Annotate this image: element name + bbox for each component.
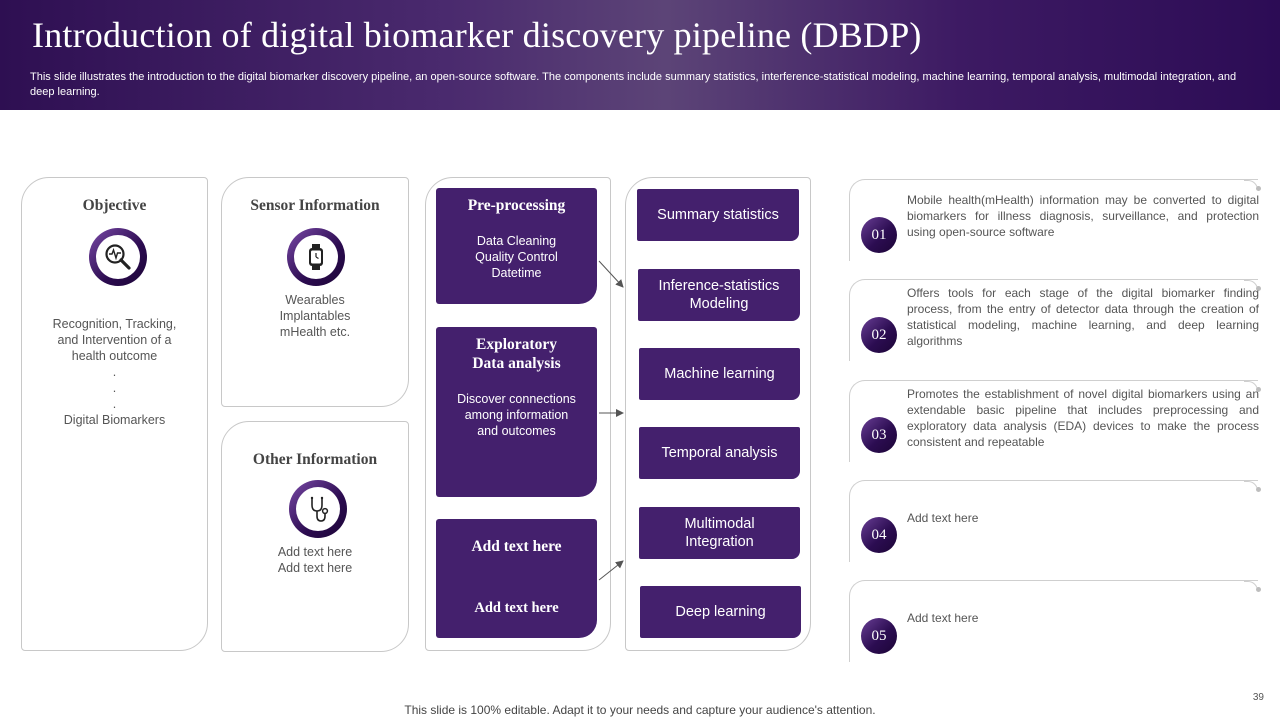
point-number-03: 03 [861,417,897,453]
objective-line: health outcome [71,349,158,363]
arrow-preprocessing [598,260,624,288]
add-text-box-subtitle: Add text here [474,600,559,616]
preprocessing-title: Pre-processing [467,197,566,214]
point-text-04: Add text here [907,511,979,525]
page-number: 39 [1252,692,1264,703]
point-frame-04 [849,480,1261,562]
preprocessing-line: Data Cleaning [476,234,557,248]
point-number-02: 02 [861,317,897,353]
point-frame-02 [849,279,1261,361]
component-label: Multimodal Integration [684,516,755,550]
eda-line: among information [464,408,569,422]
smartwatch-icon [287,228,345,286]
preprocessing-body: Data Cleaning Quality Control Datetime [436,233,597,281]
other-info-text: Add text here Add text here [222,544,408,576]
component-deep-learning: Deep learning [640,586,801,638]
other-info-card: Other Information Add text here Add text… [221,421,409,652]
component-machine-learning: Machine learning [639,348,800,400]
component-label: Summary statistics [657,207,779,223]
point-text-02: Offers tools for each stage of the digit… [907,286,1259,348]
eda-title-line: Exploratory [476,336,557,353]
objective-card: Objective Recognition, Tracking, and Int… [21,177,208,651]
eda-box: Exploratory Data analysis Discover conne… [436,327,597,497]
sensor-title: Sensor Information [250,197,380,214]
objective-dot: . [112,397,117,411]
other-info-line: Add text here [277,545,353,559]
component-label: Deep learning [675,604,766,620]
footer-note: This slide is 100% editable. Adapt it to… [404,703,876,717]
objective-dot: . [112,381,117,395]
point-frame-03 [849,380,1261,462]
component-multimodal-integration: Multimodal Integration [639,507,800,559]
eda-line: Discover connections [457,392,576,406]
eda-body: Discover connections among information a… [436,391,597,439]
arrow-add-text [598,560,624,581]
magnifier-heartbeat-icon [89,228,147,286]
sensor-text: Wearables Implantables mHealth etc. [222,292,408,340]
eda-line: and outcomes [477,424,556,438]
objective-title: Objective [82,197,147,214]
add-text-box-title: Add text here [471,538,562,555]
eda-title-line: Data analysis [472,355,561,372]
sensor-line: Wearables [285,293,345,307]
stethoscope-icon [289,480,347,538]
point-number-01: 01 [861,217,897,253]
point-text-01: Mobile health(mHealth) information may b… [907,193,1259,239]
point-number-05: 05 [861,618,897,654]
component-label: Machine learning [664,366,775,382]
objective-line: Recognition, Tracking, [52,317,177,331]
page-subtitle: This slide illustrates the introduction … [30,71,1237,98]
component-label: Inference-statistics Modeling [658,278,780,312]
page-title: Introduction of digital biomarker discov… [32,15,922,55]
sensor-line: Implantables [279,309,351,323]
point-number-04: 04 [861,517,897,553]
component-label: Temporal analysis [661,445,778,461]
component-inference-statistics: Inference-statistics Modeling [638,269,800,321]
preprocessing-box: Pre-processing Data Cleaning Quality Con… [436,188,597,304]
component-summary-statistics: Summary statistics [637,189,799,241]
point-text-05: Add text here [907,611,979,625]
other-info-title: Other Information [252,451,378,468]
objective-line: and Intervention of a [57,333,172,347]
point-frame-01 [849,179,1261,261]
eda-title: Exploratory Data analysis [436,335,597,373]
objective-dot: . [112,365,117,379]
components-frame [625,177,811,651]
objective-line: Digital Biomarkers [63,413,166,427]
other-info-line: Add text here [277,561,353,575]
point-text-03: Promotes the establishment of novel digi… [907,387,1259,449]
component-temporal-analysis: Temporal analysis [639,427,800,479]
preprocessing-line: Datetime [491,266,542,280]
header-banner: Introduction of digital biomarker discov… [0,0,1280,110]
sensor-card: Sensor Information Wearables Implantable… [221,177,409,407]
objective-text: Recognition, Tracking, and Intervention … [22,316,207,428]
point-frame-05 [849,580,1261,662]
add-text-box: Add text here Add text here [436,519,597,638]
sensor-line: mHealth etc. [279,325,351,339]
preprocessing-line: Quality Control [475,250,558,264]
